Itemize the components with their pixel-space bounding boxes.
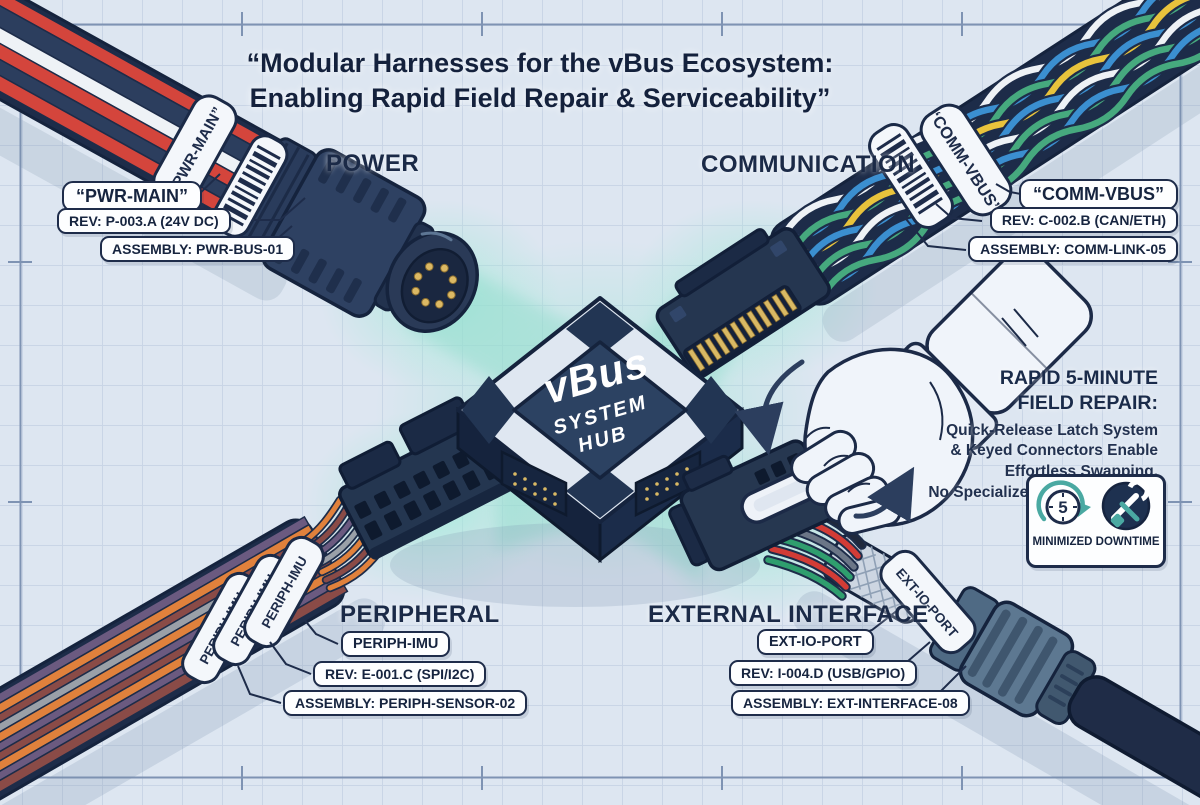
communication-cable [655,0,1200,379]
communication-connector [655,227,831,379]
vbus-system-hub: vBus SYSTEM HUB [390,296,760,607]
barrel-connector [928,586,1097,726]
hub-port-left [500,450,568,517]
power-pins [411,262,458,309]
comm-barcode-band [868,123,954,229]
external-cable [792,533,1200,805]
blueprint-border [8,12,1192,790]
swap-arrows [734,359,915,523]
arrow-up-right [853,466,915,523]
gloved-hand [790,247,1093,535]
arrow-down-left [734,359,805,456]
power-barcode-band [211,134,289,238]
